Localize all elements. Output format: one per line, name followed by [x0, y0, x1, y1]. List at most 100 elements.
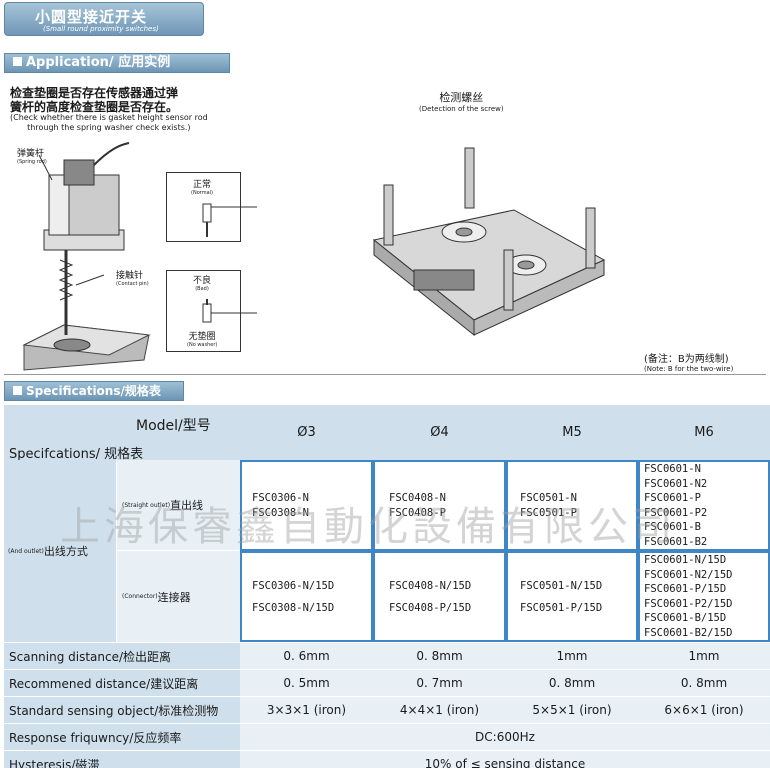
- model-number: FSC0601-B: [644, 521, 701, 533]
- no-washer-en: (No washer): [187, 342, 218, 348]
- connector-label-cn: 连接器: [157, 590, 191, 604]
- spec-row-label: Standard sensing object/标准检测物: [4, 697, 240, 723]
- straight-label-en: (Straight outlet): [122, 501, 171, 509]
- spec-row-label: Response friquwncy/反应频率: [4, 724, 240, 750]
- model-number: FSC0408-P/15D: [389, 601, 472, 614]
- model-number: FSC0501-N/15D: [520, 579, 603, 592]
- model-number: FSC0601-B/15D: [644, 612, 727, 624]
- screw-detection-label: 检测螺丝 (Detection of the screw): [419, 89, 504, 113]
- spec-row-label: Hysteresis/磁滞: [4, 751, 240, 768]
- spec-row-label: Scanning distance/检出距离: [4, 643, 240, 669]
- note-cn: (备注：B为两线制): [644, 354, 729, 365]
- specifications-section-label: Specifications/规格表: [26, 384, 161, 398]
- table-header-label-cell: [4, 405, 240, 460]
- bad-detail-box: 不良 (Bad) 无垫圈 (No washer): [166, 270, 257, 352]
- spec-row-value: 0. 8mm: [373, 643, 506, 669]
- square-bullet-icon: [13, 57, 22, 66]
- model-number: FSC0306-N/15D: [252, 579, 335, 592]
- spec-row-value: 1mm: [638, 643, 770, 669]
- note-label: (备注：B为两线制) (Note: B for the two-wire): [644, 350, 733, 373]
- model-number: FSC0601-P2/15D: [644, 597, 733, 610]
- model-number: FSC0601-N2/15D: [644, 568, 733, 581]
- straight-models-0: FSC0306-N FSC0308-N: [240, 460, 373, 551]
- screw-cn: 检测螺丝: [439, 91, 484, 104]
- straight-label-cn: 直出线: [170, 499, 204, 512]
- no-washer-cn: 无垫圈: [188, 332, 216, 342]
- desc-en-line1: (Check whether there is gasket height se…: [10, 113, 208, 122]
- application-section-label: Application/ 应用实例: [26, 55, 171, 70]
- no-washer-label: 无垫圈 (No washer): [187, 329, 217, 348]
- bad-label: 不良 (Bad): [193, 273, 211, 292]
- desc-cn-line1: 检查垫圈是否存在传感器通过弹: [10, 86, 179, 100]
- spec-row-value: 4×4×1 (iron): [373, 697, 506, 723]
- desc-en-line2: through the spring washer check exists.): [27, 123, 191, 132]
- square-bullet-icon: [13, 386, 22, 395]
- model-list: FSC0408-N FSC0408-P: [389, 491, 446, 521]
- specifications-table: Model/型号 Specifcations/ 规格表 Ø3 Ø4 M5 M6 …: [4, 405, 770, 768]
- spring-rod-label: 弹簧杆 (Spring rod): [17, 146, 47, 165]
- desc-cn-line2: 簧杆的高度检查垫圈是否存在。: [10, 100, 179, 114]
- straight-label-cell: (Straight outlet)直出线: [117, 460, 240, 550]
- model-number: FSC0601-B2: [644, 535, 708, 548]
- model-number: FSC0501-N: [520, 491, 577, 504]
- column-header-0: Ø3: [240, 405, 373, 460]
- model-number: FSC0601-N/15D: [644, 554, 727, 566]
- model-number: FSC0408-N/15D: [389, 579, 472, 592]
- model-number: FSC0501-P/15D: [520, 601, 603, 614]
- model-number: FSC0501-P: [520, 506, 577, 519]
- model-label: Model/型号: [136, 418, 211, 434]
- normal-cn: 正常: [192, 180, 211, 190]
- model-number: FSC0308-N: [252, 506, 309, 519]
- note-en: (Note: B for the two-wire): [644, 365, 734, 373]
- bad-cn: 不良: [193, 276, 212, 286]
- spec-row-value: 0. 8mm: [638, 670, 770, 696]
- spec-row-value: 6×6×1 (iron): [638, 697, 770, 723]
- connector-models-2: FSC0501-N/15D FSC0501-P/15D: [506, 551, 638, 642]
- model-number: FSC0601-P/15D: [644, 583, 727, 595]
- spec-label: Specifcations/ 规格表: [9, 447, 144, 462]
- section-divider: [4, 374, 766, 375]
- spec-row-value: DC:600Hz: [240, 724, 770, 750]
- model-number: FSC0601-N: [644, 463, 701, 475]
- connector-label-en: (Connector): [122, 593, 158, 600]
- spec-row-value: 0. 8mm: [506, 670, 638, 696]
- outlet-label-en: (And outlet): [8, 547, 44, 555]
- application-area: 检查垫圈是否存在传感器通过弹 簧杆的高度检查垫圈是否存在。 (Check whe…: [4, 80, 766, 373]
- screw-en: (Detection of the screw): [419, 105, 504, 113]
- spec-row-value: 5×5×1 (iron): [506, 697, 638, 723]
- model-number: FSC0306-N: [252, 491, 309, 504]
- model-number: FSC0408-P: [389, 506, 446, 519]
- contact-pin-cn: 接触针: [116, 271, 144, 281]
- model-number: FSC0601-N2: [644, 477, 708, 490]
- straight-models-1: FSC0408-N FSC0408-P: [373, 460, 506, 551]
- straight-models-2: FSC0501-N FSC0501-P: [506, 460, 638, 551]
- application-description-en: (Check whether there is gasket height se…: [10, 113, 208, 133]
- spring-rod-en: (Spring rod): [17, 159, 47, 165]
- column-header-2: M5: [506, 405, 638, 460]
- application-section-bar: Application/ 应用实例: [4, 53, 230, 73]
- specifications-section-bar: Specifications/规格表: [4, 381, 184, 401]
- column-header-3: M6: [638, 405, 770, 460]
- screw-detection-illustration: [372, 147, 606, 337]
- contact-pin-en: (Contact pin): [116, 281, 149, 287]
- outlet-label-cn: 出线方式: [43, 545, 88, 558]
- spec-row-value: 1mm: [506, 643, 638, 669]
- model-number: FSC0601-P2: [644, 506, 708, 519]
- model-list: FSC0408-N/15D FSC0408-P/15D: [389, 575, 471, 619]
- page-subtitle: (Small round proximity switches): [43, 25, 159, 33]
- model-number: FSC0601-P: [644, 492, 701, 504]
- model-list: FSC0501-N FSC0501-P: [520, 491, 577, 521]
- model-list: FSC0501-N/15D FSC0501-P/15D: [520, 575, 602, 619]
- model-number: FSC0408-N: [389, 491, 446, 504]
- connector-label-cell: (Connector)连接器: [117, 551, 240, 642]
- spec-row-value: 0. 7mm: [373, 670, 506, 696]
- connector-models-3: FSC0601-N/15D FSC0601-N2/15D FSC0601-P/15D…: [638, 551, 770, 642]
- normal-label: 正常 (Normal): [191, 177, 213, 196]
- spring-rod-illustration: [22, 142, 151, 371]
- normal-detail-box: 正常 (Normal): [166, 172, 257, 242]
- page-title: 小圆型接近开关: [35, 8, 148, 26]
- normal-en: (Normal): [191, 190, 213, 196]
- bad-sensor-icon: [202, 299, 257, 323]
